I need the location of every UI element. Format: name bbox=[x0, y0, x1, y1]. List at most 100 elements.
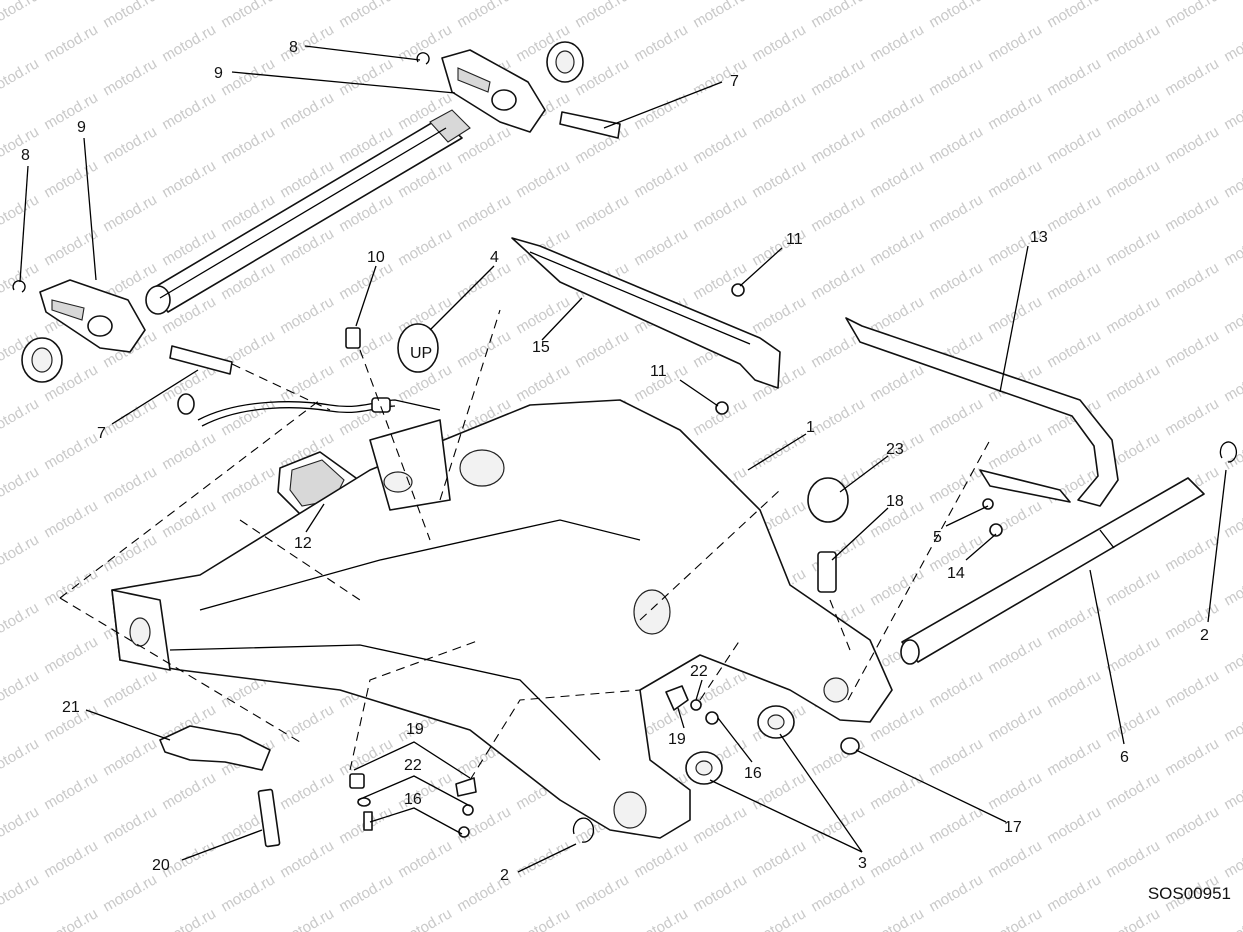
watermark-text: motod.ru bbox=[808, 735, 868, 779]
watermark-text: motod.ru bbox=[1162, 735, 1222, 779]
watermark-text: motod.ru bbox=[690, 123, 750, 167]
callout-11-mid: 11 bbox=[650, 363, 667, 380]
watermark-text: motod.ru bbox=[218, 871, 278, 915]
watermark-text: motod.ru bbox=[41, 769, 101, 813]
watermark-text: motod.ru bbox=[985, 701, 1045, 745]
watermark-text: motod.ru bbox=[513, 905, 573, 932]
watermark-text: motod.ru bbox=[395, 905, 455, 932]
callout-16-mid: 16 bbox=[744, 765, 762, 782]
watermark-text: motod.ru bbox=[159, 429, 219, 473]
watermark-text: motod.ru bbox=[1162, 803, 1222, 847]
chain-adjuster-top bbox=[416, 41, 621, 139]
callout-13: 13 bbox=[1030, 229, 1048, 246]
watermark-text: motod.ru bbox=[1162, 395, 1222, 439]
watermark-text: motod.ru bbox=[395, 225, 455, 269]
watermark-text: motod.ru bbox=[218, 123, 278, 167]
callout-2-bottom: 2 bbox=[500, 867, 509, 884]
watermark-text: motod.ru bbox=[985, 633, 1045, 677]
watermark-text: motod.ru bbox=[1221, 157, 1243, 201]
watermark-text: motod.ru bbox=[1221, 905, 1243, 932]
watermark-text: motod.ru bbox=[513, 157, 573, 201]
watermark-text: motod.ru bbox=[100, 55, 160, 99]
watermark-text: motod.ru bbox=[1103, 89, 1163, 133]
watermark-text: motod.ru bbox=[1044, 735, 1104, 779]
watermark-text: motod.ru bbox=[926, 0, 986, 31]
watermark-text: motod.ru bbox=[100, 395, 160, 439]
watermark-text: motod.ru bbox=[1044, 871, 1104, 915]
watermark-text: motod.ru bbox=[277, 89, 337, 133]
watermark-text: motod.ru bbox=[100, 871, 160, 915]
watermark-text: motod.ru bbox=[749, 293, 809, 337]
watermark-text: motod.ru bbox=[1162, 599, 1222, 643]
watermark-text: motod.ru bbox=[867, 361, 927, 405]
watermark-text: motod.ru bbox=[1221, 633, 1243, 677]
watermark-text: motod.ru bbox=[926, 871, 986, 915]
watermark-text: motod.ru bbox=[277, 769, 337, 813]
watermark-text: motod.ru bbox=[41, 89, 101, 133]
watermark-text: motod.ru bbox=[1103, 837, 1163, 881]
watermark-text: motod.ru bbox=[41, 157, 101, 201]
watermark-text: motod.ru bbox=[926, 123, 986, 167]
watermark-text: motod.ru bbox=[808, 871, 868, 915]
watermark-text: motod.ru bbox=[808, 259, 868, 303]
watermark-text: motod.ru bbox=[690, 259, 750, 303]
watermark-text: motod.ru bbox=[808, 191, 868, 235]
callout-1: 1 bbox=[806, 419, 815, 436]
callout-12: 12 bbox=[294, 535, 312, 552]
watermark-text: motod.ru bbox=[1044, 123, 1104, 167]
watermark-text: motod.ru bbox=[159, 497, 219, 541]
watermark-text: motod.ru bbox=[1103, 905, 1163, 932]
watermark-text: motod.ru bbox=[100, 123, 160, 167]
watermark-text: motod.ru bbox=[1221, 701, 1243, 745]
watermark-text: motod.ru bbox=[749, 89, 809, 133]
watermark-text: motod.ru bbox=[1221, 361, 1243, 405]
watermark-text: motod.ru bbox=[808, 55, 868, 99]
watermark-text: motod.ru bbox=[926, 395, 986, 439]
watermark-text: motod.ru bbox=[926, 667, 986, 711]
watermark-text: motod.ru bbox=[0, 55, 42, 99]
callout-22-left: 22 bbox=[404, 757, 422, 774]
callout-15: 15 bbox=[532, 339, 550, 356]
watermark-text: motod.ru bbox=[41, 21, 101, 65]
diagram-code: SOS00951 bbox=[1147, 884, 1231, 903]
watermark-text: motod.ru bbox=[1162, 259, 1222, 303]
watermark-text: motod.ru bbox=[513, 361, 573, 405]
callout-18: 18 bbox=[886, 493, 904, 510]
watermark-text: motod.ru bbox=[1103, 293, 1163, 337]
watermark-text: motod.ru bbox=[867, 769, 927, 813]
watermark-text: motod.ru bbox=[1162, 0, 1222, 31]
callout-11-top: 11 bbox=[786, 231, 803, 248]
watermark-text: motod.ru bbox=[395, 837, 455, 881]
watermark-text: motod.ru bbox=[1044, 803, 1104, 847]
watermark-text: motod.ru bbox=[1044, 259, 1104, 303]
callout-7-left: 7 bbox=[97, 425, 106, 442]
watermark-text: motod.ru bbox=[572, 0, 632, 31]
watermark-text: motod.ru bbox=[572, 327, 632, 371]
watermark-text: motod.ru bbox=[0, 803, 42, 847]
callout-leader-lines bbox=[19, 45, 1227, 873]
watermark-text: motod.ru bbox=[808, 395, 868, 439]
callout-8-left: 8 bbox=[21, 147, 30, 164]
watermark-text: motod.ru bbox=[0, 463, 42, 507]
watermark-text: motod.ru bbox=[277, 701, 337, 745]
watermark-text: motod.ru bbox=[100, 463, 160, 507]
watermark-text: motod.ru bbox=[985, 769, 1045, 813]
watermark-text: motod.ru bbox=[159, 89, 219, 133]
watermark-text: motod.ru bbox=[218, 55, 278, 99]
callout-8-top: 8 bbox=[289, 39, 298, 56]
callout-19-mid: 19 bbox=[668, 731, 686, 748]
watermark-text: motod.ru bbox=[985, 837, 1045, 881]
watermark-text: motod.ru bbox=[100, 531, 160, 575]
watermark-text: motod.ru bbox=[277, 21, 337, 65]
watermark-text: motod.ru bbox=[41, 905, 101, 932]
callout-6: 6 bbox=[1120, 749, 1129, 766]
watermark-text: motod.ru bbox=[159, 157, 219, 201]
watermark-text: motod.ru bbox=[690, 191, 750, 235]
callout-3: 3 bbox=[858, 855, 867, 872]
swingarm-pivot-tube bbox=[145, 109, 471, 315]
callout-14: 14 bbox=[947, 565, 965, 582]
watermark-text: motod.ru bbox=[1221, 225, 1243, 269]
watermark-text: motod.ru bbox=[749, 837, 809, 881]
watermark-text: motod.ru bbox=[867, 157, 927, 201]
callout-5: 5 bbox=[933, 529, 942, 546]
